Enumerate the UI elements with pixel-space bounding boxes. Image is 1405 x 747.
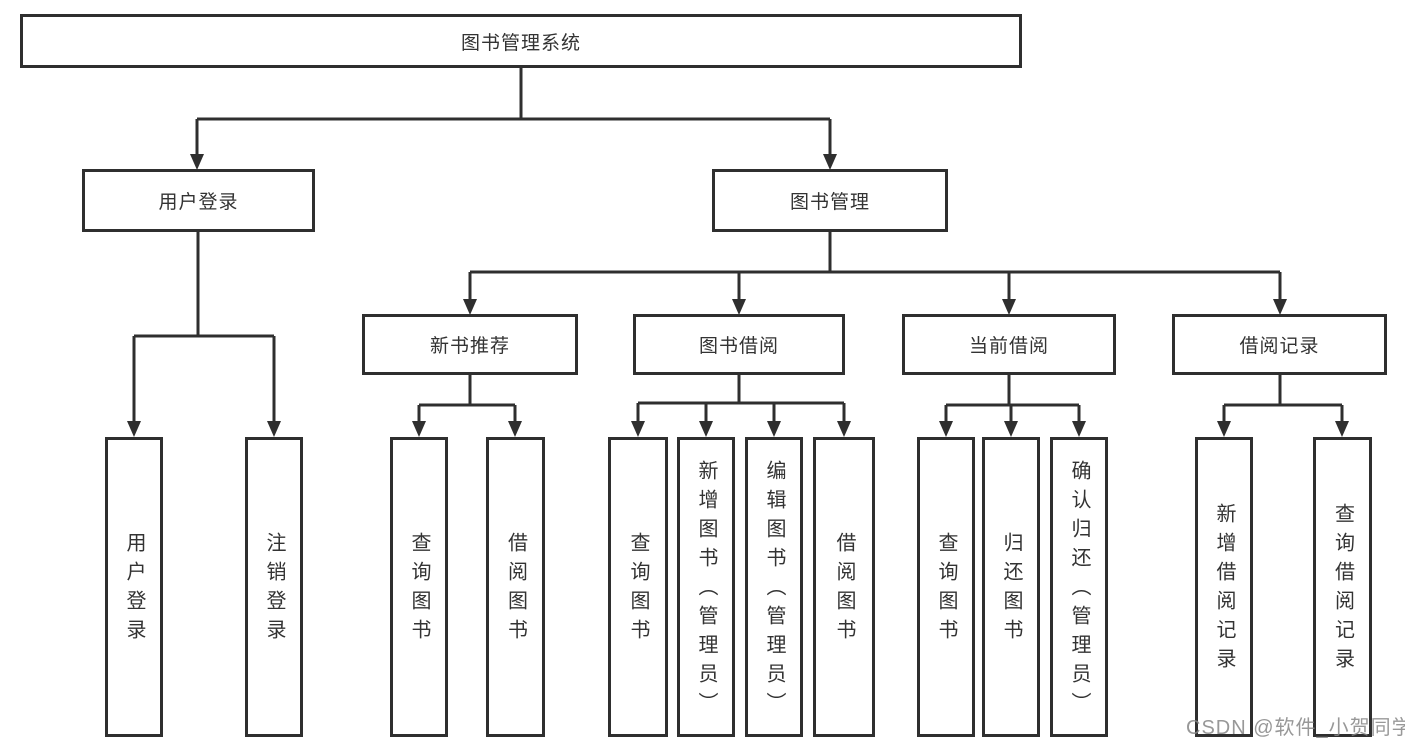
leaf-return-book-box: 归还图书	[982, 437, 1040, 737]
user-login-box: 用户登录	[82, 169, 315, 232]
leaf-query-books-3-box: 查询图书	[917, 437, 975, 737]
leaf-borrow-books-2-box: 借阅图书	[813, 437, 875, 737]
book-borrow-box: 图书借阅	[633, 314, 845, 375]
leaf-query-books-2-box: 查询图书	[608, 437, 668, 737]
leaf-confirm-return-admin-box: 确认归还（管理员）	[1050, 437, 1108, 737]
arrowheads	[127, 154, 1349, 437]
leaf-query-borrow-record-box: 查询借阅记录	[1313, 437, 1372, 737]
leaf-add-book-admin-box: 新增图书（管理员）	[677, 437, 735, 737]
leaf-query-books-1-box: 查询图书	[390, 437, 448, 737]
leaf-edit-book-admin-box: 编辑图书（管理员）	[745, 437, 803, 737]
csdn-watermark: CSDN @软件_小贺同学	[1186, 717, 1405, 739]
leaf-logout-box: 注销登录	[245, 437, 303, 737]
leaf-user-login-box: 用户登录	[105, 437, 163, 737]
leaf-borrow-books-1-box: 借阅图书	[486, 437, 545, 737]
system-root-box: 图书管理系统	[20, 14, 1022, 68]
leaf-add-borrow-record-box: 新增借阅记录	[1195, 437, 1253, 737]
connector-group	[132, 68, 1344, 423]
new-book-recommend-box: 新书推荐	[362, 314, 578, 375]
current-borrow-box: 当前借阅	[902, 314, 1116, 375]
book-management-box: 图书管理	[712, 169, 948, 232]
borrow-records-box: 借阅记录	[1172, 314, 1387, 375]
